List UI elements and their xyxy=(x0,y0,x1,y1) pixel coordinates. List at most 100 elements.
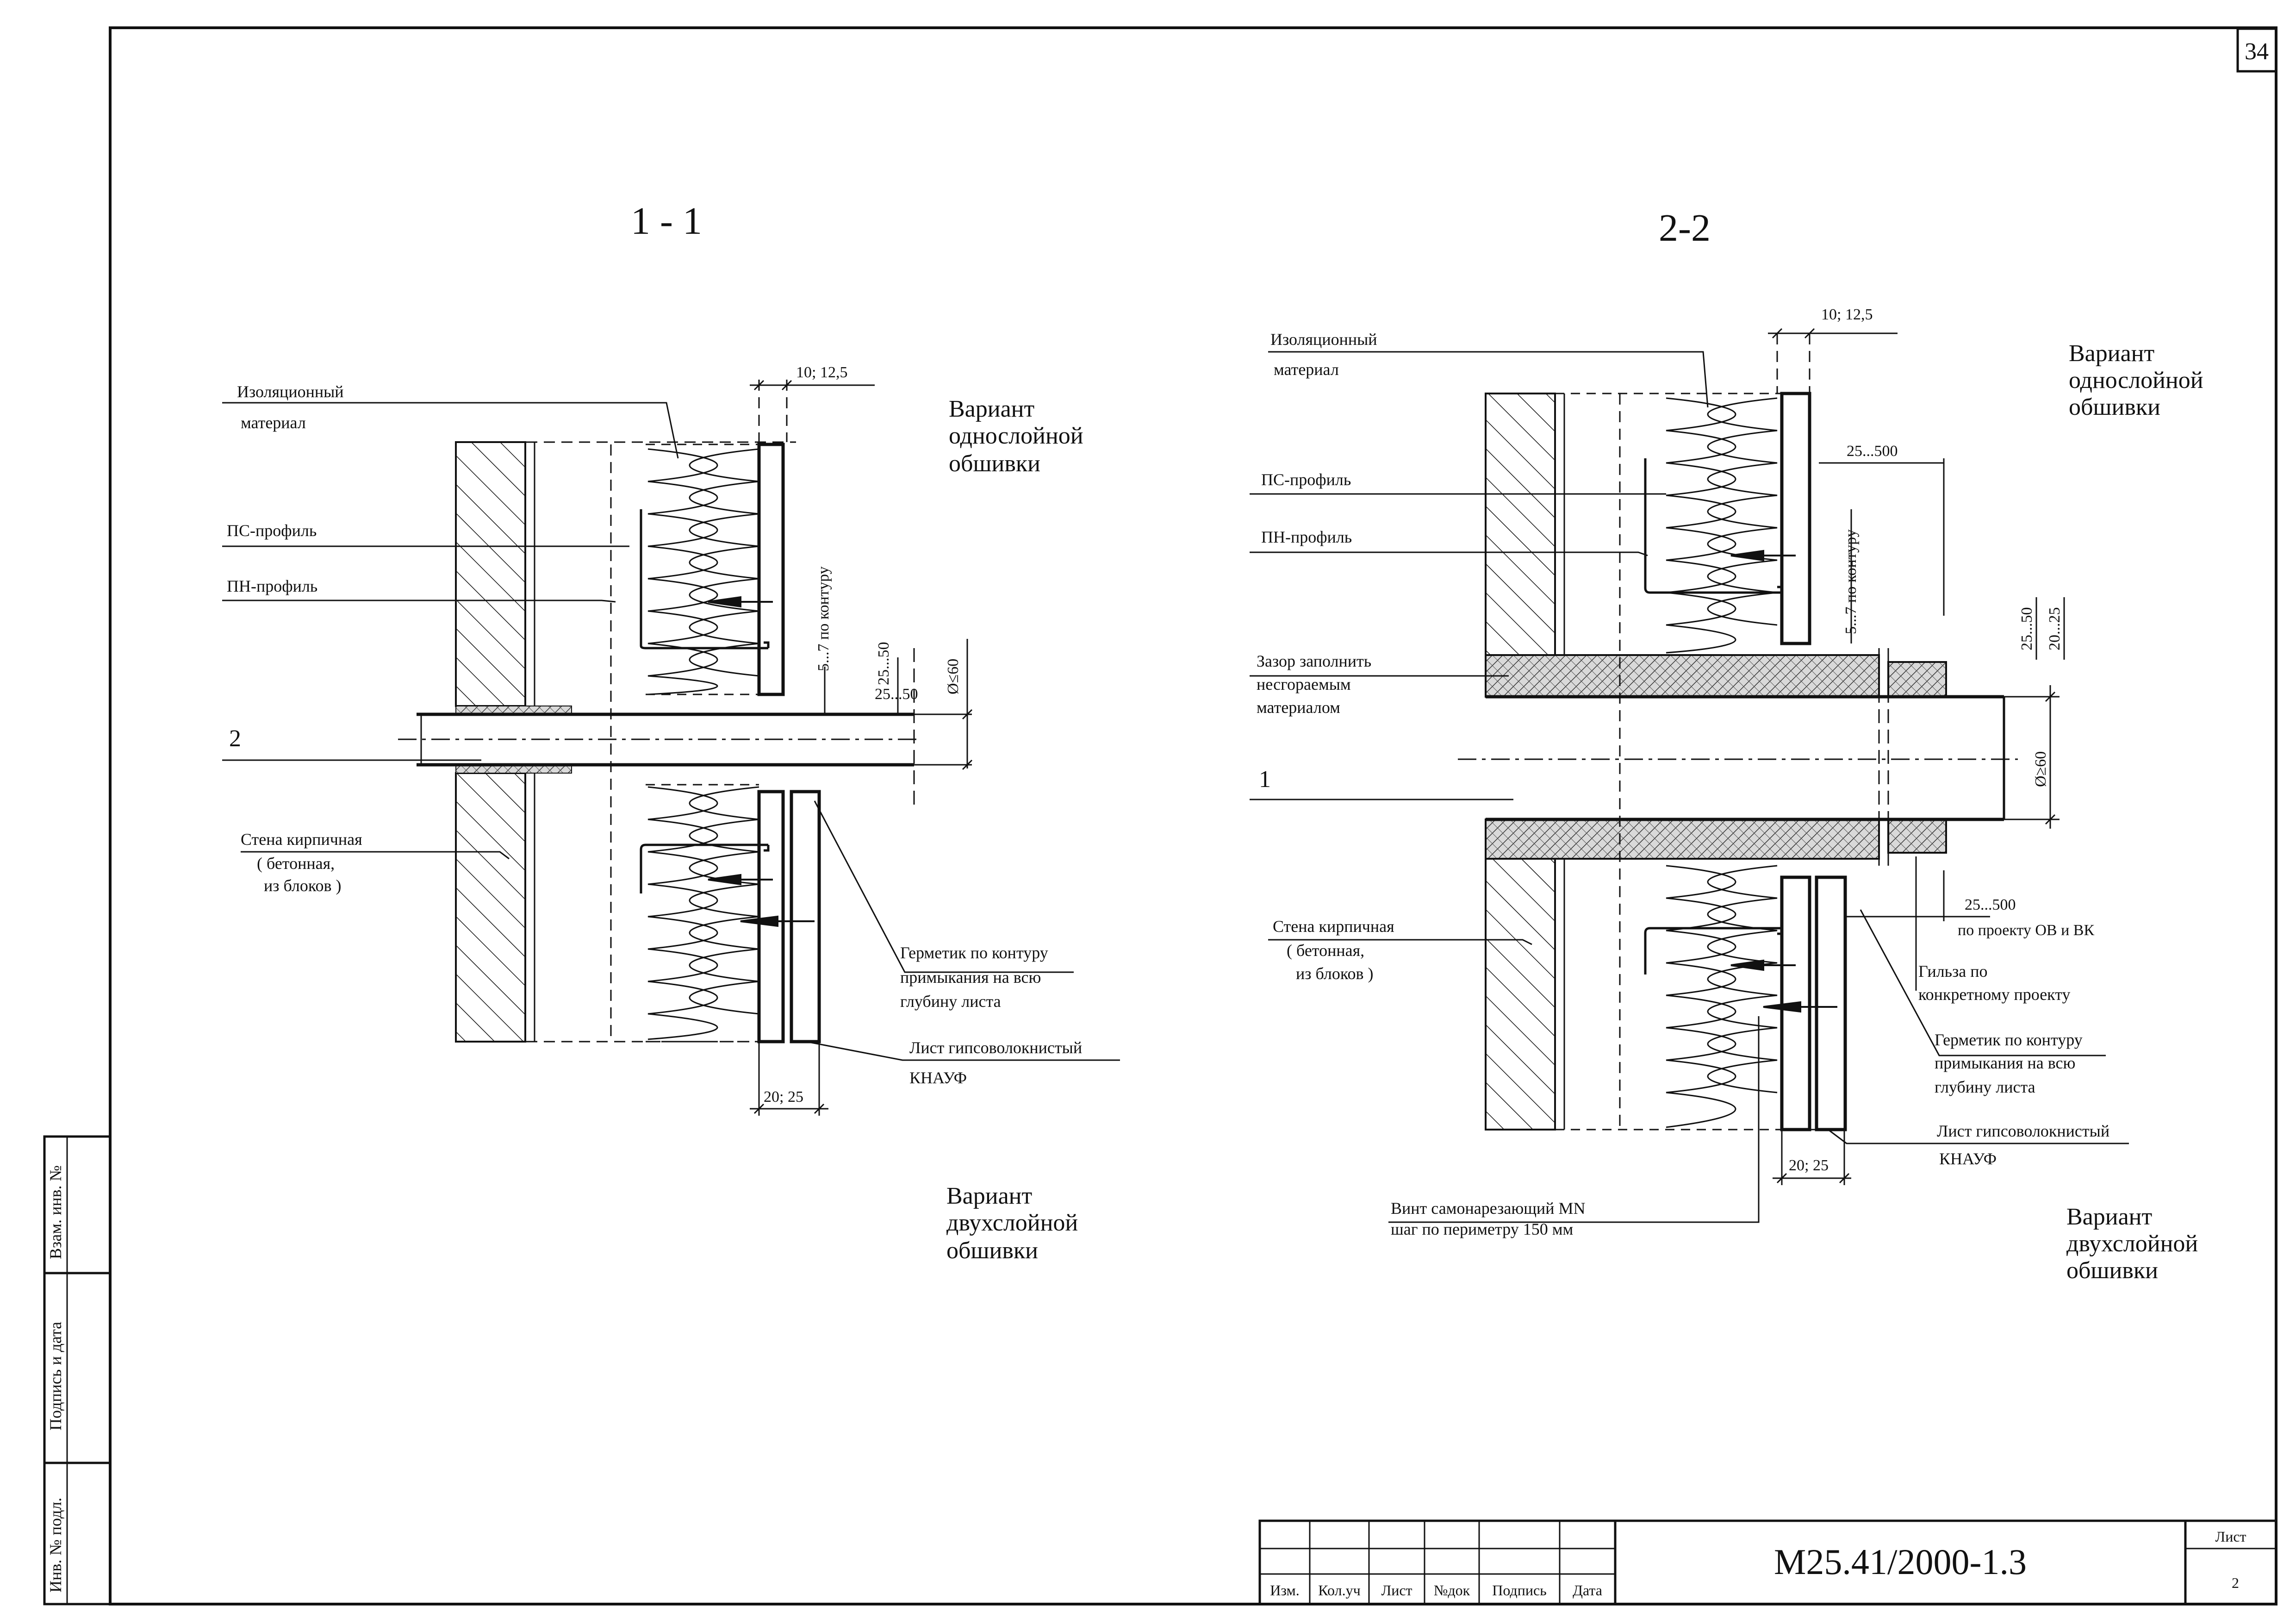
right-board-l2: КНАУФ xyxy=(1939,1149,1997,1168)
right-dim-span: 25...500 xyxy=(1847,443,1898,460)
right-dim-span2: 25...500 xyxy=(1965,896,2016,913)
right-sealant-l1: Герметик по контуру xyxy=(1935,1031,2083,1049)
left-leaders xyxy=(222,402,1120,1061)
left-sealant-l2: примыкания на всю xyxy=(900,968,1041,987)
right-construction xyxy=(1619,333,1811,1130)
right-ref-mark: 1 xyxy=(1259,766,1271,793)
left-pn-profile: ПН-профиль xyxy=(227,577,317,595)
title-block xyxy=(1258,1519,2277,1605)
left-board-l1: Лист гипсоволокнистый xyxy=(909,1038,1082,1057)
section-2-2: 2-2 xyxy=(1250,206,2203,1284)
right-dim-a: 25...50 xyxy=(2018,607,2035,651)
right-leader-text: Изоляционный материал ПС-профиль ПН-проф… xyxy=(1257,330,2109,1238)
right-screws xyxy=(1730,550,1837,1013)
left-dim-gap: 25...50 xyxy=(875,642,892,686)
right-variant-single-l1: Вариант xyxy=(2069,340,2154,367)
right-pipe xyxy=(1458,648,2018,866)
left-dim-contour: 5...7 по контуру xyxy=(815,566,832,671)
left-pipe xyxy=(398,648,921,806)
right-screw-l1: Винт самонарезающий MN xyxy=(1391,1199,1585,1218)
left-dim-gap2: 25...50 xyxy=(875,686,918,703)
right-gap-l2: несгораемым xyxy=(1257,675,1351,693)
left-variant-single-l1: Вариант xyxy=(949,396,1034,422)
right-dim-b: 20...25 xyxy=(2046,607,2063,651)
section-title-right: 2-2 xyxy=(1659,206,1711,250)
tb-col-izm: Изм. xyxy=(1270,1582,1300,1599)
left-variant-double-l3: обшивки xyxy=(946,1237,1038,1264)
left-ps-profile: ПС-профиль xyxy=(227,521,317,540)
side-stamp xyxy=(43,1135,112,1605)
document-code: М25.41/2000-1.3 xyxy=(1774,1542,2027,1582)
right-sleeve xyxy=(1485,654,1947,860)
tb-col-data: Дата xyxy=(1573,1582,1602,1599)
right-dim-ov: по проекту ОВ и ВК xyxy=(1958,922,2094,939)
right-sleeve-l1: Гильза по xyxy=(1918,962,1988,981)
right-insulation-l2: материал xyxy=(1274,360,1339,379)
sheet-number: 2 xyxy=(2232,1574,2239,1591)
left-dim-top: 10; 12,5 xyxy=(796,364,847,381)
right-dim-bottom: 20; 25 xyxy=(1789,1157,1829,1174)
left-variant-single-l2: однослойной xyxy=(949,423,1083,449)
left-board-l2: КНАУФ xyxy=(909,1068,967,1087)
tb-col-ndok: №док xyxy=(1434,1582,1470,1599)
left-wall-l2: ( бетонная, xyxy=(257,854,335,873)
left-wall xyxy=(455,441,572,1043)
page-number: 34 xyxy=(2245,38,2269,65)
tb-col-list: Лист xyxy=(1381,1582,1412,1599)
right-variant-single-l3: обшивки xyxy=(2069,394,2160,420)
right-variant-single-l2: однослойной xyxy=(2069,367,2203,394)
right-dim-diam: Ø≥60 xyxy=(2032,751,2049,787)
left-dimensions xyxy=(750,380,973,1116)
left-wall-l1: Стена кирпичная xyxy=(241,830,362,849)
section-title-left: 1 - 1 xyxy=(631,200,702,243)
left-variant-single-l3: обшивки xyxy=(949,450,1040,477)
right-insulation xyxy=(1555,393,1842,1131)
left-stud xyxy=(640,509,770,893)
left-construction xyxy=(456,380,824,1043)
left-ref-mark: 2 xyxy=(229,725,241,752)
drawing-frame xyxy=(109,26,2277,1605)
left-sealant-l1: Герметик по контуру xyxy=(900,943,1048,962)
left-screws xyxy=(708,596,815,927)
right-board-l1: Лист гипсоволокнистый xyxy=(1937,1122,2109,1140)
right-wall-l1: Стена кирпичная xyxy=(1273,917,1394,936)
stamp-inv-podl: Инв. № подл. xyxy=(46,1498,65,1593)
right-variant-double-l3: обшивки xyxy=(2066,1257,2158,1284)
stamp-podpis: Подпись и дата xyxy=(46,1322,65,1430)
section-1-1: 1 - 1 xyxy=(222,200,1120,1264)
tb-col-podpis: Подпись xyxy=(1492,1582,1547,1599)
right-leaders xyxy=(1250,351,2129,1223)
left-insulation-l1: Изоляционный xyxy=(237,382,344,401)
left-boards xyxy=(757,443,821,1043)
right-pn-profile: ПН-профиль xyxy=(1261,528,1352,546)
stamp-zam-inv: Взам. инв. № xyxy=(46,1165,65,1259)
left-insulation-l2: материал xyxy=(241,413,306,432)
left-dim-bottom: 20; 25 xyxy=(764,1088,803,1106)
right-variant-double-l1: Вариант xyxy=(2066,1204,2152,1230)
left-variant-double-l2: двухслойной xyxy=(946,1210,1078,1236)
right-wall-l2: ( бетонная, xyxy=(1287,941,1364,960)
right-dimensions xyxy=(1768,328,2065,1185)
right-sealant-l2: примыкания на всю xyxy=(1935,1054,2075,1072)
right-sealant-l3: глубину листа xyxy=(1935,1078,2035,1096)
right-ps-profile: ПС-профиль xyxy=(1261,470,1351,489)
right-screw-l2: шаг по периметру 150 мм xyxy=(1391,1220,1573,1238)
right-variant-double-l2: двухслойной xyxy=(2066,1230,2198,1257)
sheet-label: Лист xyxy=(2215,1528,2246,1545)
right-wall xyxy=(1485,393,1565,1131)
left-variant-double-l1: Вариант xyxy=(946,1183,1032,1209)
right-gap-l3: материалом xyxy=(1257,698,1340,717)
right-boards xyxy=(1780,392,1847,1131)
left-wall-l3: из блоков ) xyxy=(264,876,342,895)
right-dim-contour: 5...7 по контуру xyxy=(1842,529,1860,634)
left-insulation xyxy=(646,443,759,1043)
left-leader-text: Изоляционный материал ПС-профиль ПН-проф… xyxy=(227,382,1082,1087)
right-insulation-l1: Изоляционный xyxy=(1270,330,1377,349)
left-dim-diam: Ø≤60 xyxy=(945,659,962,694)
right-dim-top: 10; 12,5 xyxy=(1821,306,1873,323)
right-wall-l3: из блоков ) xyxy=(1296,964,1374,983)
tb-col-kol: Кол.уч xyxy=(1318,1582,1360,1599)
right-gap-l1: Зазор заполнить xyxy=(1257,652,1371,670)
right-sleeve-l2: конкретному проекту xyxy=(1918,985,2070,1004)
